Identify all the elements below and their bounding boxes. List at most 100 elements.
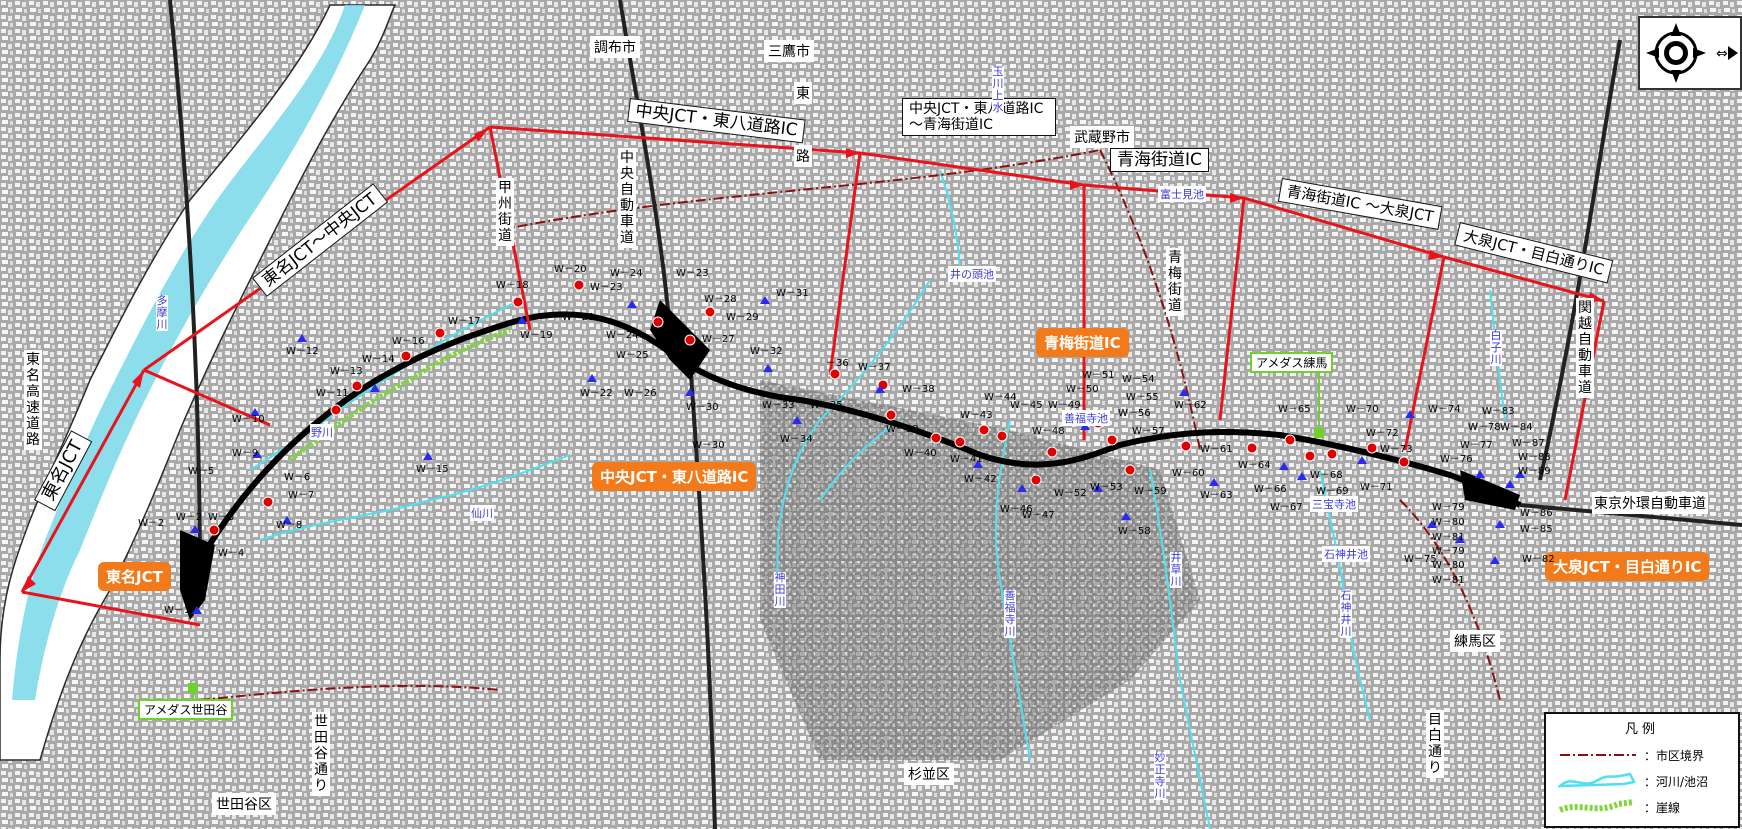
well-label: W－32 (750, 346, 783, 357)
amedas-setagaya-label: アメダス世田谷 (138, 699, 234, 720)
myoshoji-line (1149, 469, 1211, 829)
compass-icon: ⇔ (1646, 23, 1738, 83)
well-label: W－13 (330, 366, 363, 377)
arrow-tomei-b (21, 590, 201, 627)
well-label: W－84 (1500, 422, 1533, 433)
road-higashi: 東 (794, 82, 812, 104)
well-label: W－20 (554, 264, 587, 275)
well-label: W－79 (1432, 546, 1465, 557)
well-label: W－80 (1432, 560, 1465, 571)
well-label: W－78 (1468, 422, 1501, 433)
well-label: W－22 (580, 388, 613, 399)
junction-label-oume: 青梅街道IC (1036, 328, 1129, 357)
amedas-setagaya-marker (188, 683, 198, 693)
well-label: W－72 (1366, 428, 1399, 439)
well-label: W－52 (1054, 488, 1087, 499)
well-label: W－38 (902, 384, 935, 395)
river-tamagawa-josui: 玉川上水 (992, 65, 1004, 114)
tomei-expwy-line (168, 0, 202, 581)
well-label: W－44 (984, 392, 1017, 403)
tomei-jct-blob (180, 530, 215, 620)
arrow-oume-oizumi-tail (1218, 197, 1246, 421)
well-label: W－40 (904, 448, 937, 459)
legend-title: 凡例 (1624, 722, 1659, 737)
boundary-swatch-icon (1560, 754, 1636, 756)
well-label: W－67 (1270, 502, 1303, 513)
well-label: W－51 (1082, 370, 1115, 381)
well-label: －36 (826, 358, 849, 369)
well-label: W－87 (1512, 438, 1545, 449)
municipality-mitaka: 三鷹市 (764, 40, 814, 62)
well-label: W－48 (1032, 426, 1065, 437)
misc-river (819, 419, 901, 501)
well-label: W－16 (392, 336, 425, 347)
well-label: W－89 (1518, 466, 1551, 477)
well-label: W－7 (288, 490, 315, 501)
cliff-swatch-icon (1558, 799, 1635, 813)
arrow-chuo-oume (859, 151, 1085, 187)
oizumi-jct-blob (1460, 470, 1520, 510)
arrow-heads (22, 127, 1604, 592)
pond-inokashira: 井の頭池 (948, 266, 996, 282)
well-label: W－79 (1432, 502, 1465, 513)
road-tomei-expwy: 東名高速道路 (24, 350, 42, 450)
well-label: W－3 (208, 512, 235, 523)
senkawa-line (259, 454, 571, 541)
arrow-chuo-tail-b (828, 152, 862, 376)
well-label: W－69 (1316, 486, 1349, 497)
well-label: W－66 (1254, 484, 1287, 495)
well-label: W－45 (1010, 400, 1043, 411)
well-label: W－53 (1090, 482, 1123, 493)
well-label: W－82 (1522, 554, 1555, 565)
red-markers (208, 279, 1410, 536)
well-label: W－5 (188, 466, 215, 477)
well-label: W－28 (704, 294, 737, 305)
municipality-suginami: 杉並区 (904, 763, 954, 785)
well-label: W－30 (686, 402, 719, 413)
well-label: W－61 (1200, 444, 1233, 455)
municipality-chofu: 調布市 (590, 36, 640, 58)
well-label: W－41 (950, 454, 983, 465)
junction-label-chuo: 中央JCT・東八道路IC (592, 462, 757, 491)
road-ro: 路 (794, 145, 812, 167)
well-label: W－81 (1432, 532, 1465, 543)
well-label: W－23 (676, 268, 709, 279)
well-label: W－35 (810, 400, 843, 411)
chuo-south-line (688, 359, 717, 829)
well-label: W－63 (1200, 490, 1233, 501)
well-label: W－8 (276, 520, 303, 531)
well-label: W－88 (1518, 452, 1551, 463)
well-label: W－24 (610, 268, 643, 279)
well-label: W－70 (1346, 404, 1379, 415)
river-tamagawa: 多摩川 (156, 294, 168, 331)
well-label: W－55 (1126, 392, 1159, 403)
compass: ⇔ (1638, 16, 1742, 90)
well-label: W－37 (858, 362, 891, 373)
well-label: W－18 (496, 280, 529, 291)
road-chuo-expwy: 中央自動車道 (618, 148, 636, 248)
gaikan-tunnel-route (197, 311, 1522, 562)
chuo-jct-blob (650, 300, 710, 380)
well-label: W－6 (284, 472, 311, 483)
well-label: W－34 (780, 434, 813, 445)
kandagawa-line (776, 279, 931, 601)
well-label: W－83 (1482, 406, 1515, 417)
svg-text:⇔: ⇔ (1716, 46, 1728, 62)
section-label-chuo-oume: 中央JCT・東八道路IC ～青海街道IC (902, 98, 1056, 136)
river-kandagawa: 神田川 (774, 571, 786, 608)
well-label: W－80 (1432, 517, 1465, 528)
tamagawa-river (12, 5, 365, 700)
municipality-musashino: 武蔵野市 (1070, 126, 1134, 148)
road-koshu-kaido: 甲州街道 (496, 178, 514, 246)
well-label: W－68 (1310, 470, 1343, 481)
well-label: W－81 (1432, 575, 1465, 586)
junction-label-tomei: 東名JCT (98, 562, 171, 591)
legend-cliff: ：崖線 (1558, 796, 1733, 818)
pond-zenpukuji: 善福寺池 (1062, 410, 1110, 426)
well-label: W－76 (1440, 454, 1473, 465)
well-label: W－23 (590, 282, 623, 293)
river-igusa: 井草川 (1170, 551, 1182, 588)
well-label: W－75 (1404, 554, 1437, 565)
well-label: W－50 (1066, 384, 1099, 395)
well-label: W－11 (316, 388, 349, 399)
